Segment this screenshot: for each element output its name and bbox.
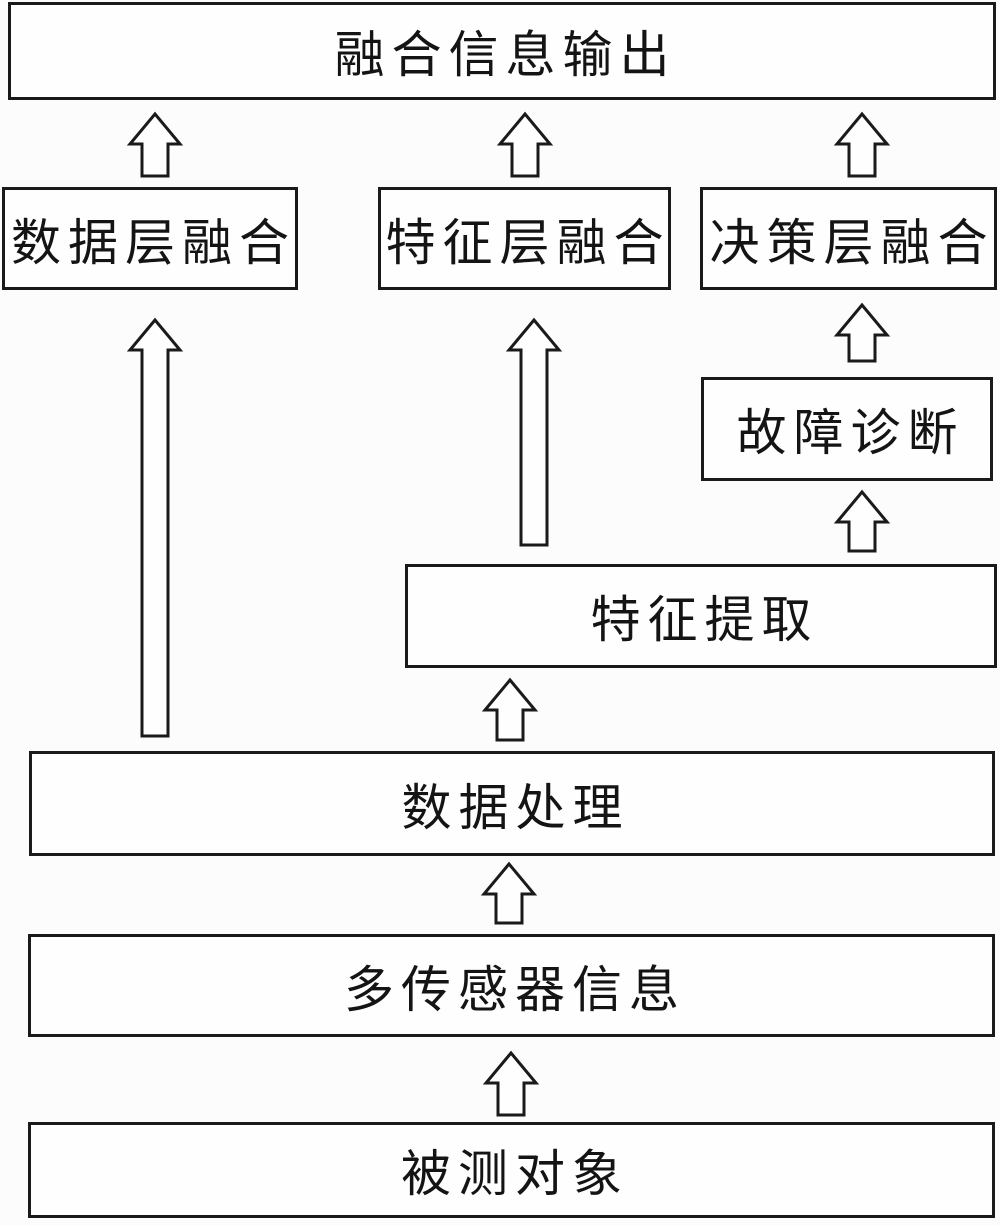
arrow-data-layer-to-output-icon <box>126 111 184 178</box>
fusion-output-box: 融合信息输出 <box>8 2 996 100</box>
arrow-data-processing-to-data-layer-icon <box>126 317 184 738</box>
data-processing-box: 数据处理 <box>29 751 995 856</box>
arrow-feature-extraction-to-feature-layer-icon <box>505 317 563 547</box>
data-layer-fusion-box: 数据层融合 <box>2 187 298 290</box>
feature-layer-fusion-box: 特征层融合 <box>378 187 671 290</box>
arrow-measured-object-to-multi-sensor-icon <box>482 1050 540 1117</box>
arrow-data-processing-to-feature-extraction-icon <box>481 677 539 742</box>
arrow-feature-extraction-to-fault-diagnosis-icon <box>833 489 891 553</box>
decision-layer-fusion-box: 决策层融合 <box>700 187 997 290</box>
arrow-fault-diagnosis-to-decision-layer-icon <box>833 302 891 363</box>
arrow-multi-sensor-to-data-processing-icon <box>480 861 538 925</box>
fault-diagnosis-box: 故障诊断 <box>701 377 993 481</box>
arrow-feature-layer-to-output-icon <box>496 111 554 178</box>
measured-object-box: 被测对象 <box>28 1122 995 1218</box>
feature-extraction-box: 特征提取 <box>405 564 997 668</box>
arrow-decision-layer-to-output-icon <box>833 111 891 178</box>
multi-sensor-info-box: 多传感器信息 <box>28 934 995 1037</box>
